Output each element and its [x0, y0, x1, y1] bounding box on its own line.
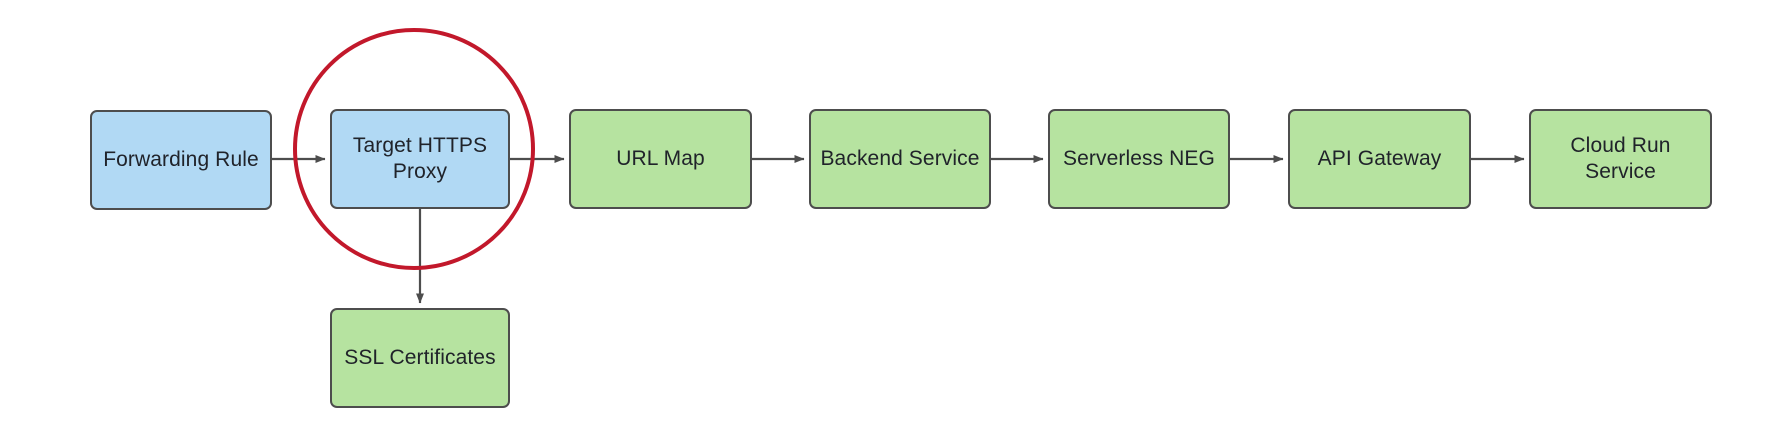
node-label-url-map: URL Map — [616, 146, 705, 170]
node-label-forwarding-rule: Forwarding Rule — [103, 147, 259, 171]
node-forwarding-rule[interactable]: Forwarding Rule — [90, 110, 272, 210]
node-label-backend-service: Backend Service — [820, 146, 980, 170]
node-label-api-gateway: API Gateway — [1317, 146, 1442, 170]
node-serverless-neg[interactable]: Serverless NEG — [1048, 109, 1230, 209]
node-target-https-proxy[interactable]: Target HTTPS Proxy — [330, 109, 510, 209]
node-api-gateway[interactable]: API Gateway — [1288, 109, 1471, 209]
node-label-target-https-proxy: Target HTTPS Proxy — [352, 133, 488, 183]
node-label-ssl-certificates: SSL Certificates — [344, 345, 496, 369]
node-label-serverless-neg: Serverless NEG — [1063, 146, 1215, 170]
node-label-cloud-run-service: Cloud Run Service — [1570, 133, 1671, 183]
node-ssl-certificates[interactable]: SSL Certificates — [330, 308, 510, 408]
node-backend-service[interactable]: Backend Service — [809, 109, 991, 209]
node-cloud-run-service[interactable]: Cloud Run Service — [1529, 109, 1712, 209]
node-url-map[interactable]: URL Map — [569, 109, 752, 209]
